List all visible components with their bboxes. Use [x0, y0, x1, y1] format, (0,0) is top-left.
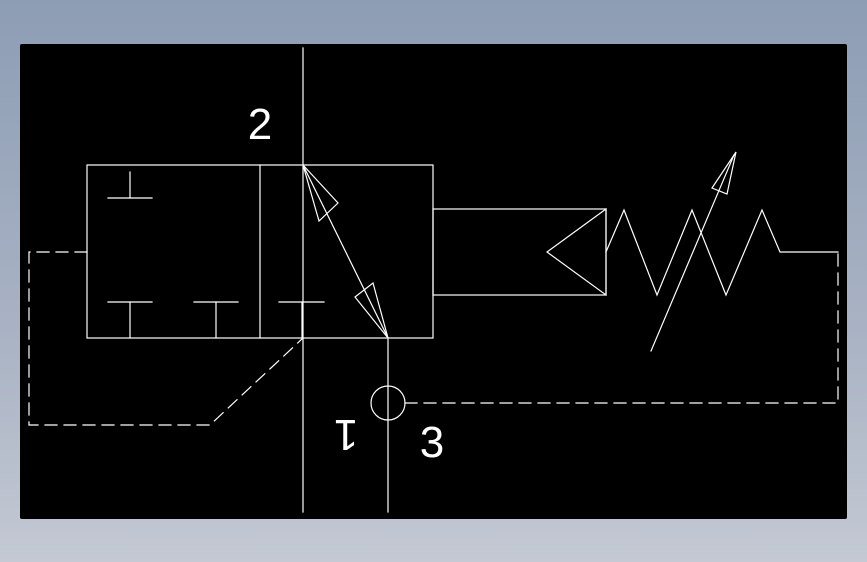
- left-box-bottom-block-symbol-2: [193, 301, 239, 339]
- pilot-lines: [28, 251, 839, 426]
- flow-arrow-head-top: [302, 164, 339, 223]
- flow-arrow-line: [302, 164, 389, 339]
- left-pilot-line: [28, 251, 304, 426]
- right-pilot-line: [404, 251, 839, 404]
- port-3-label: 3: [420, 418, 444, 467]
- adjustable-arrow-head: [711, 151, 737, 195]
- spring-symbol: [605, 208, 839, 297]
- adjustable-arrow-line: [650, 154, 735, 352]
- left-box-bottom-block-symbol-1: [107, 301, 153, 339]
- left-box-top-block-symbol: [107, 171, 153, 199]
- port-1-label: 1: [334, 410, 358, 459]
- flow-arrow-head-bottom: [354, 281, 389, 339]
- port-2-label: 2: [248, 100, 272, 149]
- cad-viewport[interactable]: 2 1 3: [20, 44, 847, 519]
- right-box-block-symbol: [278, 301, 325, 339]
- valve-schematic: 2 1 3: [28, 47, 839, 513]
- actuator-housing: [432, 208, 607, 296]
- actuator-triangle: [545, 207, 607, 297]
